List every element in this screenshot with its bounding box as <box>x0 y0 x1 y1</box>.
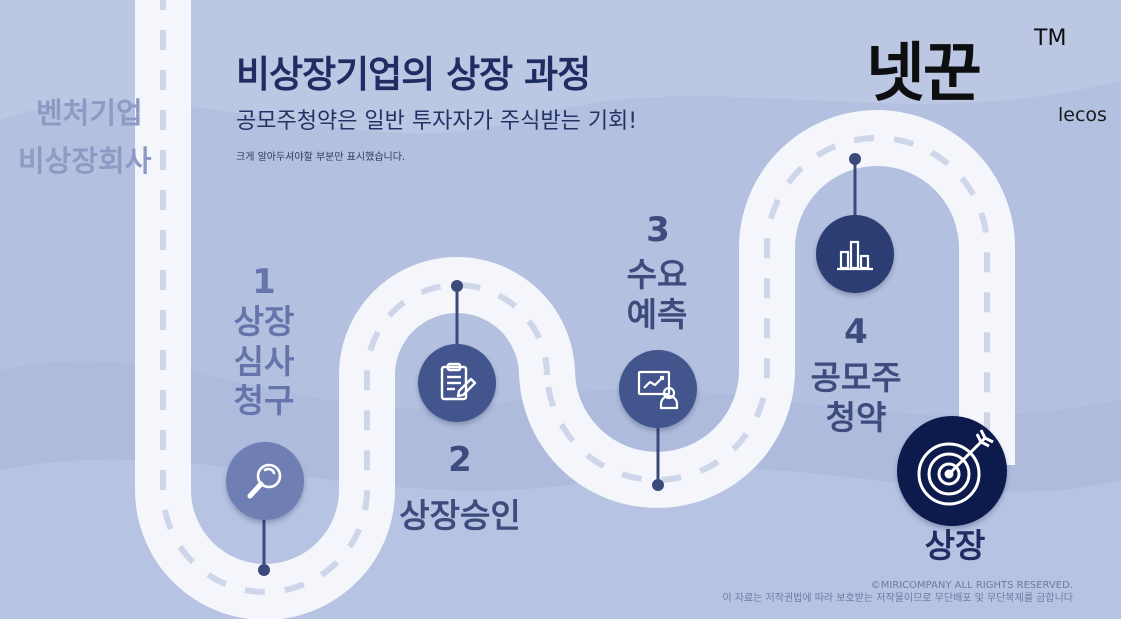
side-label-line2: 비상장회사 <box>18 138 151 180</box>
trademark-mark: TM <box>1034 26 1066 51</box>
step-2-label-line1: 상장승인 <box>390 496 530 536</box>
presentation-icon <box>635 366 681 412</box>
step-1-label-line1: 상장 <box>224 302 304 342</box>
goal-circle <box>897 416 1007 526</box>
copyright-warning: 이 자료는 저작권법에 따라 보호받는 저작물이므로 무단배포 및 무단복제를 … <box>722 592 1073 605</box>
step-4-label: 공모주 청약 <box>788 358 924 437</box>
step-4-circle <box>816 215 894 293</box>
page-title: 비상장기업의 상장 과정 <box>236 44 590 98</box>
brand-sub-label: lecos <box>1058 104 1107 126</box>
step-2-number: 2 <box>440 440 480 480</box>
step-1-circle <box>226 442 304 520</box>
clipboard-icon <box>434 360 480 406</box>
step-4-label-line2: 청약 <box>788 398 924 438</box>
copyright-text: ©MIRICOMPANY ALL RIGHTS RESERVED. <box>722 579 1073 592</box>
page-note: 크게 알아두셔야할 부분만 표시했습니다. <box>236 148 405 163</box>
step-1-label-line2: 심사 <box>224 342 304 382</box>
goal-label: 상장 <box>900 526 1010 566</box>
step-1-label: 상장 심사 청구 <box>224 302 304 421</box>
step-2-circle <box>418 344 496 422</box>
step-3-number: 3 <box>638 210 678 250</box>
step-3-label-line1: 수요 <box>612 255 702 295</box>
target-icon <box>907 426 997 516</box>
footer-copyright: ©MIRICOMPANY ALL RIGHTS RESERVED. 이 자료는 … <box>722 579 1073 605</box>
bar-chart-icon <box>833 232 877 276</box>
step-3-label: 수요 예측 <box>612 255 702 334</box>
brand-logo: 넷꾼 <box>866 22 980 114</box>
step-1-number: 1 <box>244 262 284 302</box>
page-subtitle: 공모주청약은 일반 투자자가 주식받는 기회! <box>236 103 637 135</box>
side-label-line1: 벤처기업 <box>36 90 143 132</box>
magnifier-icon <box>243 459 287 503</box>
step-4-label-line1: 공모주 <box>788 358 924 398</box>
step-1-label-line3: 청구 <box>224 381 304 421</box>
step-2-label: 상장승인 <box>390 496 530 536</box>
step-3-circle <box>619 350 697 428</box>
step-3-label-line2: 예측 <box>612 295 702 335</box>
step-4-number: 4 <box>836 312 876 352</box>
